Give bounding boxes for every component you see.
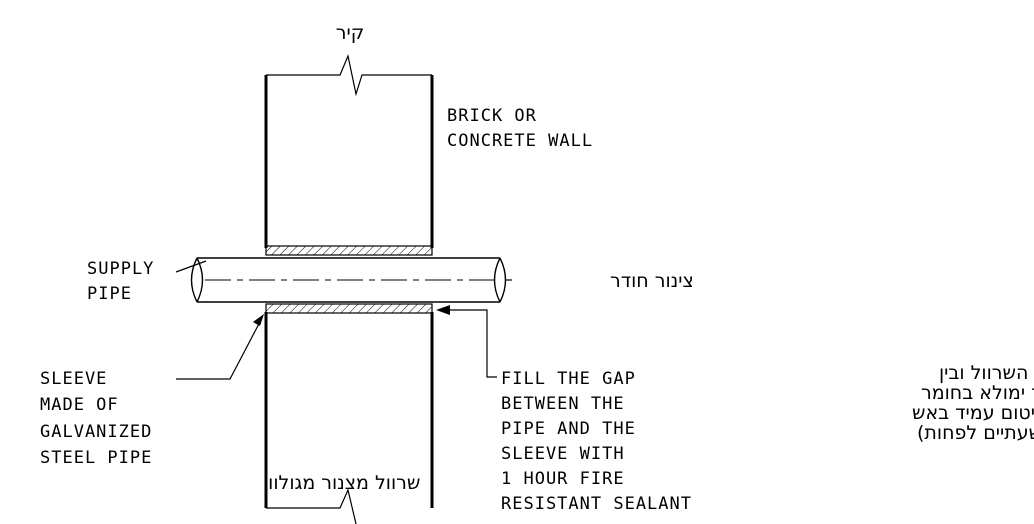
wall-break-top: [266, 53, 432, 97]
supply-pipe-label-line2: PIPE: [87, 284, 132, 304]
fill-label-line3: PIPE AND THE: [501, 419, 636, 439]
wall-label-en-line1: BRICK OR: [447, 106, 537, 126]
sealant-bottom: [265, 303, 433, 314]
wall-label-en-line2: CONCRETE WALL: [447, 131, 593, 151]
fill-label-he-line3: איטום עמיד באש: [912, 402, 1034, 424]
leader-sleeve-arrow: [253, 314, 264, 326]
fill-label-line2: BETWEEN THE: [501, 394, 625, 414]
wall-break-bottom: [266, 488, 357, 524]
sleeve-label-line4: STEEL PIPE: [40, 448, 152, 468]
wall-lower: [264, 312, 434, 524]
supply-pipe: [190, 257, 507, 303]
supply-pipe-label-line1: SUPPLY: [87, 259, 154, 279]
leader-sleeve: [176, 317, 263, 380]
wall-label-he: קיר: [336, 22, 364, 44]
sealant-top: [265, 245, 433, 256]
fill-label-line1: FILL THE GAP: [501, 369, 636, 389]
leader-fill-arrow: [436, 305, 450, 315]
sleeve-label-he: שרוול מצנור מגולוון: [263, 472, 420, 494]
fill-label-he-line2: הצנור ימולא בחומר: [921, 382, 1034, 404]
wall-upper: [264, 53, 434, 248]
fill-label-he-line1: החלל בין השרוול ובין: [939, 362, 1034, 384]
sleeve-label-line2: MADE OF: [40, 395, 119, 415]
sleeve-label-line3: GALVANIZED: [40, 422, 152, 442]
fill-label-line4: SLEEVE WITH: [501, 444, 625, 464]
pipe-label-he: צינור חודר: [610, 270, 694, 292]
leader-supply-pipe: [175, 260, 207, 273]
fill-label-line5: 1 HOUR FIRE: [501, 469, 625, 489]
fill-label-line6: RESISTANT SEALANT: [501, 494, 692, 514]
leader-fill: [445, 309, 497, 378]
sleeve-label-line1: SLEEVE: [40, 369, 107, 389]
